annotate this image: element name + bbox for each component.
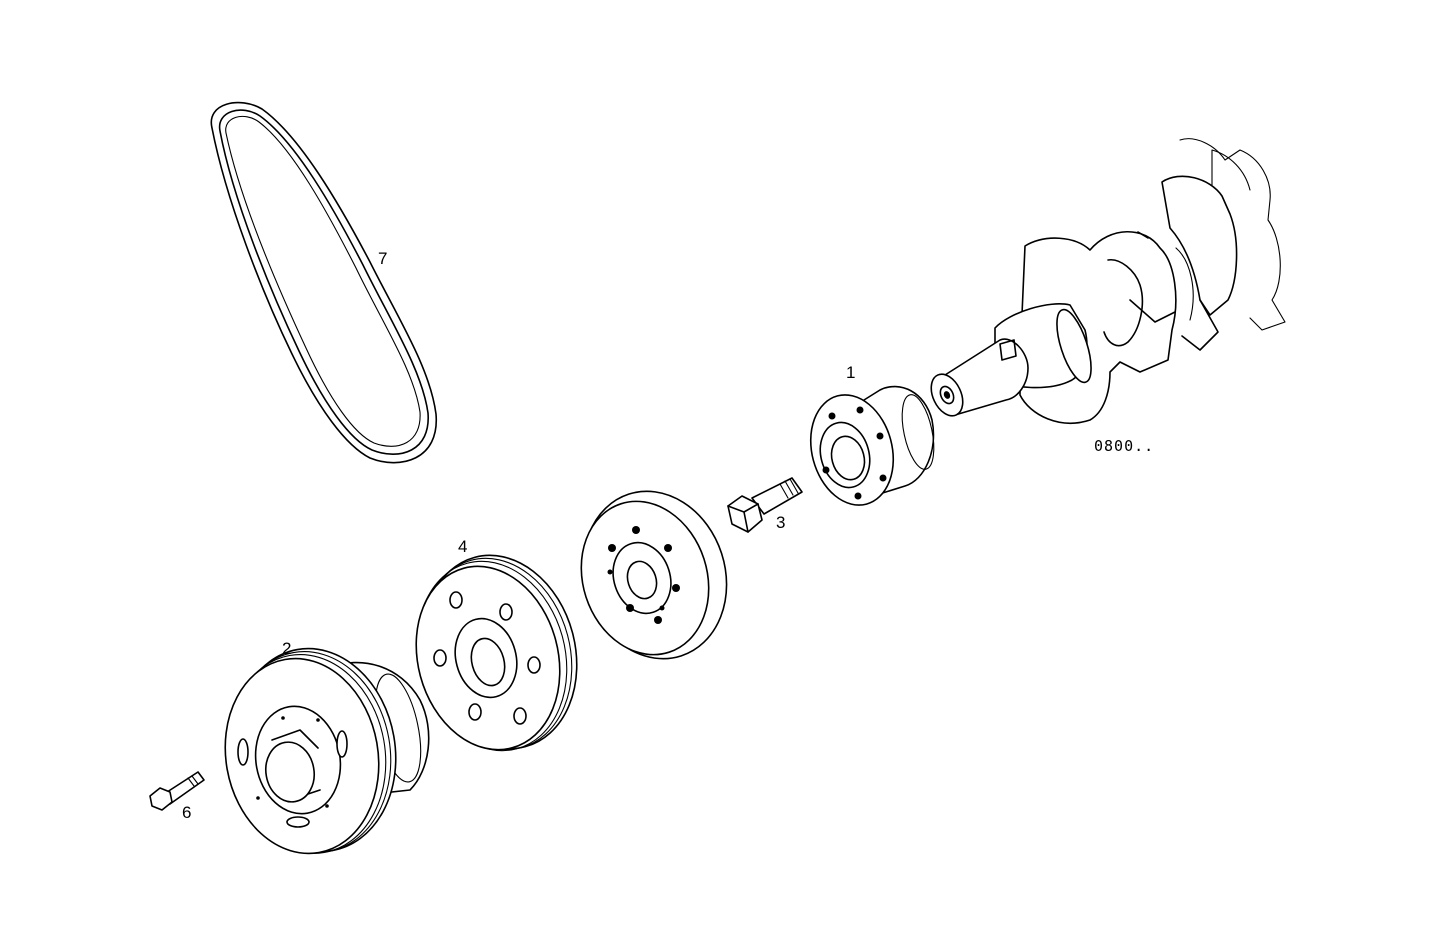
crankshaft-part <box>930 138 1286 424</box>
damper-pulley-part-2 <box>224 647 430 855</box>
callout-label-6: 6 <box>182 803 191 822</box>
hub-part <box>809 385 935 506</box>
callout-label-4: 4 <box>458 537 467 556</box>
screw-part-6 <box>149 771 205 811</box>
callout-label-7: 7 <box>378 249 387 268</box>
v-belt-part <box>210 101 437 464</box>
pulley-disc-part <box>580 490 728 660</box>
callout-label-3: 3 <box>776 513 785 532</box>
callout-label-2: 2 <box>282 639 291 658</box>
drawing-code: 0800.. <box>1094 437 1154 455</box>
pulley-part-4 <box>415 554 578 752</box>
bolt-part-3 <box>727 477 803 533</box>
callout-label-1: 1 <box>846 363 855 382</box>
